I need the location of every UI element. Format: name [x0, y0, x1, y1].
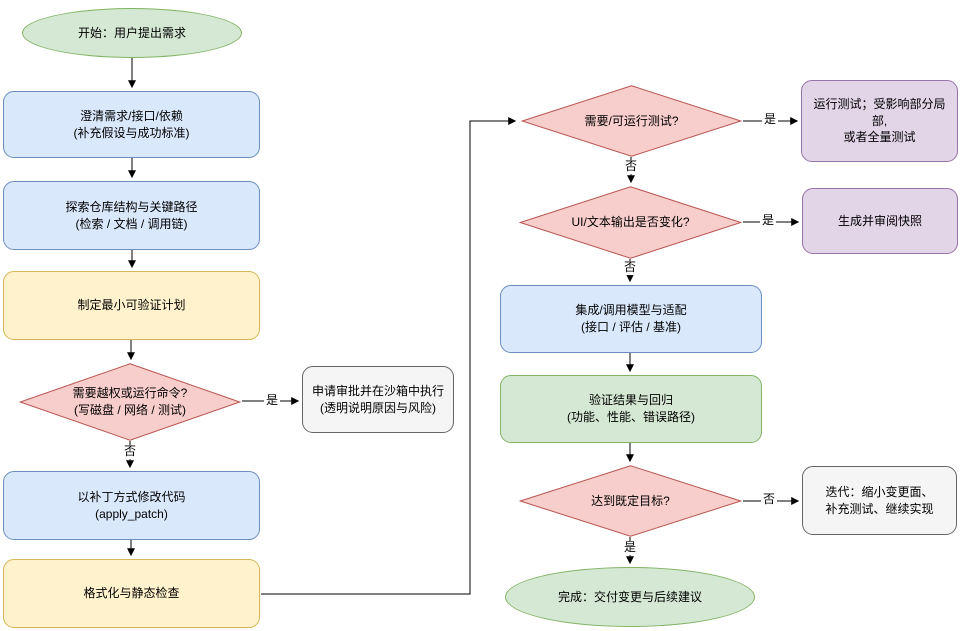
- node-clarify: 澄清需求/接口/依赖 (补充假设与成功标准): [3, 91, 260, 158]
- node-start-label: 开始：用户提出需求: [77, 25, 186, 40]
- node-lint-label: 格式化与静态检查: [83, 586, 180, 601]
- edge-label-goal-no: 否: [760, 492, 778, 507]
- edge-label-ui-no: 否: [621, 260, 639, 275]
- node-ui-decision-label: UI/文本输出是否变化?: [571, 215, 690, 230]
- diamond-shape: [18, 363, 242, 441]
- node-goal-decision-label: 达到既定目标?: [591, 493, 670, 508]
- node-approval: 申请审批并在沙箱中执行 (透明说明原因与风险): [302, 366, 454, 433]
- diamond-shape: [520, 85, 743, 157]
- node-run-tests-label: 运行测试；受影响部分局部, 或者全量测试: [813, 96, 946, 145]
- edge-label-goal-yes: 是: [621, 540, 639, 555]
- node-done: 完成：交付变更与后续建议: [505, 567, 755, 627]
- node-patch: 以补丁方式修改代码 (apply_patch): [3, 471, 260, 540]
- diamond-shape: [518, 186, 743, 259]
- node-privilege-decision-label: 需要越权或运行命令? (写磁盘 / 网络 / 测试): [72, 386, 188, 417]
- edge-label-privilege-no: 否: [121, 444, 139, 459]
- node-patch-label: 以补丁方式修改代码 (apply_patch): [77, 489, 186, 521]
- node-verify: 验证结果与回归 (功能、性能、错误路径): [500, 375, 762, 443]
- node-test-decision: 需要/可运行测试?: [520, 85, 743, 157]
- node-clarify-label: 澄清需求/接口/依赖 (补充假设与成功标准): [73, 108, 190, 140]
- node-ui-decision: UI/文本输出是否变化?: [518, 186, 743, 259]
- node-verify-label: 验证结果与回归 (功能、性能、错误路径): [567, 393, 695, 424]
- edge-label-test-no: 否: [622, 159, 640, 174]
- node-run-tests: 运行测试；受影响部分局部, 或者全量测试: [801, 80, 958, 162]
- node-explore: 探索仓库结构与关键路径 (检索 / 文档 / 调用链): [3, 181, 260, 250]
- node-plan: 制定最小可验证计划: [3, 271, 260, 340]
- node-approval-label: 申请审批并在沙箱中执行 (透明说明原因与风险): [311, 383, 444, 415]
- node-test-decision-label: 需要/可运行测试?: [584, 113, 679, 128]
- node-goal-decision: 达到既定目标?: [518, 465, 743, 537]
- diamond-shape: [518, 465, 743, 537]
- node-lint: 格式化与静态检查: [3, 559, 260, 628]
- edge-lint-to-test-decision: [261, 117, 517, 595]
- node-integrate: 集成/调用模型与适配 (接口 / 评估 / 基准): [500, 285, 762, 353]
- edge-label-test-yes: 是: [761, 112, 779, 127]
- node-privilege-decision: 需要越权或运行命令? (写磁盘 / 网络 / 测试): [18, 363, 242, 441]
- node-iterate: 迭代：缩小变更面、 补充测试、继续实现: [802, 466, 957, 535]
- node-start: 开始：用户提出需求: [22, 8, 242, 58]
- edge-label-privilege-yes: 是: [263, 393, 281, 408]
- node-explore-label: 探索仓库结构与关键路径 (检索 / 文档 / 调用链): [65, 199, 198, 231]
- node-integrate-label: 集成/调用模型与适配 (接口 / 评估 / 基准): [575, 303, 687, 334]
- node-plan-label: 制定最小可验证计划: [77, 298, 186, 313]
- edge-label-ui-yes: 是: [759, 213, 777, 228]
- node-snapshot-label: 生成并审阅快照: [837, 213, 922, 228]
- node-snapshot: 生成并审阅快照: [802, 188, 958, 254]
- node-done-label: 完成：交付变更与后续建议: [557, 589, 702, 604]
- node-iterate-label: 迭代：缩小变更面、 补充测试、继续实现: [825, 484, 934, 516]
